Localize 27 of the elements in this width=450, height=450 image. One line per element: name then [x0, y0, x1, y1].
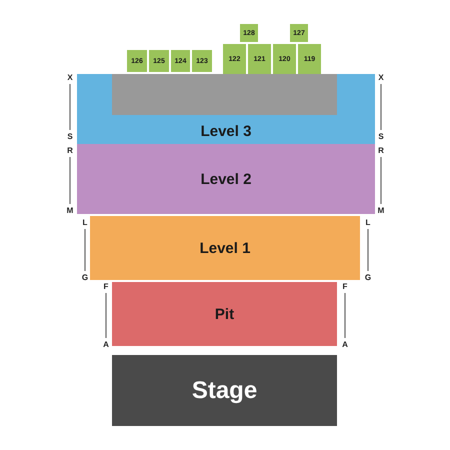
row-letter: F: [342, 282, 348, 291]
row-letter: A: [102, 340, 110, 349]
section-label: Level 2: [200, 170, 252, 188]
row-letter: L: [82, 218, 88, 227]
row-letter: G: [80, 273, 90, 282]
row-letter: A: [341, 340, 349, 349]
stage: [112, 355, 337, 426]
seating-level: [77, 74, 375, 144]
row-letter: M: [66, 206, 74, 215]
seating-level: [112, 282, 337, 346]
row-letter: R: [377, 146, 385, 155]
stage-label: Stage: [192, 376, 258, 404]
section-label: Level 3: [200, 123, 252, 140]
row-letter: X: [66, 73, 74, 82]
row-letter: S: [66, 132, 74, 141]
floor-area: [112, 74, 337, 115]
row-letter: G: [364, 273, 372, 282]
row-letter: R: [66, 146, 74, 155]
row-letter: M: [376, 206, 386, 215]
row-letter: F: [102, 282, 110, 291]
row-letter: L: [364, 218, 372, 227]
row-letter: S: [377, 132, 385, 141]
seating-level: [90, 216, 360, 280]
seating-level: [77, 144, 375, 214]
section-label: Level 1: [200, 240, 250, 256]
section-label: Pit: [214, 306, 234, 322]
row-letter: X: [377, 73, 385, 82]
